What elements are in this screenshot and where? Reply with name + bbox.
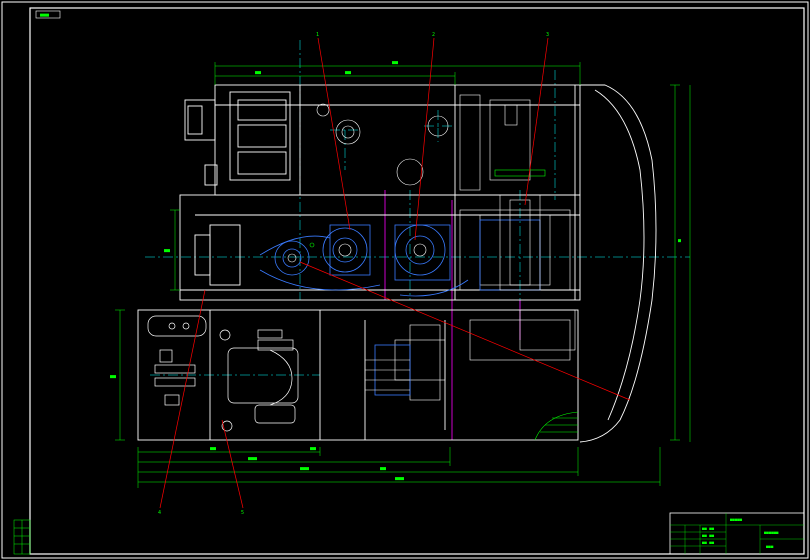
dim-top-segment-a: ■■ (255, 70, 261, 76)
engine-components (259, 219, 541, 396)
dim-top-segment-b: ■■ (345, 70, 351, 76)
dim-bottom-3: ■■■ (248, 456, 257, 462)
dim-bottom-overall: ■■■ (395, 476, 404, 482)
title-block-row-2: ■■ ■■ (702, 533, 715, 538)
left-margin-strip (13, 519, 31, 555)
dim-top-overall: ■■ (392, 60, 398, 66)
title-block-title: ■■■■■ (730, 517, 743, 522)
dim-cab-height: ■■ (110, 374, 116, 380)
dimension-labels: ■■ ■■ ■■ ■■ ■■ ■ ■■ ■■ ■■■ ■■ ■■■ ■■■ (110, 60, 681, 482)
dim-bottom-4: ■■ (380, 466, 386, 472)
balloon-2: 2 (432, 32, 435, 38)
title-block-scale: ■■■ (766, 544, 774, 549)
dim-bottom-5: ■■■ (300, 466, 309, 472)
dim-left-height: ■■ (164, 248, 170, 254)
balloon-3: 3 (546, 32, 549, 38)
dim-right-height: ■ (678, 238, 681, 244)
title-block-row-1: ■■ ■■ (702, 526, 715, 531)
dimension-lines (115, 62, 691, 488)
corner-tag-text: ■■■ (40, 13, 49, 19)
balloon-1: 1 (316, 32, 319, 38)
balloon-4: 4 (158, 510, 161, 516)
leader-lines (159, 37, 631, 509)
component-detail (287, 194, 541, 391)
operator-cab (147, 315, 299, 432)
green-accents (309, 169, 579, 441)
balloons: 1 2 3 4 5 (158, 32, 549, 516)
title-block: ■■■■■ ■■■■■■ ■■■ ■■ ■■ ■■ ■■ ■■ ■■ (669, 512, 805, 555)
outline-details (316, 94, 576, 401)
title-block-drawing-no: ■■■■■■ (764, 530, 779, 535)
inner-frame (29, 7, 805, 555)
dim-bottom-2: ■■ (310, 446, 316, 452)
dim-bottom-1: ■■ (210, 446, 216, 452)
title-block-row-3: ■■ ■■ (702, 540, 715, 545)
corner-tag-box: ■■■ (35, 10, 61, 19)
balloon-5: 5 (241, 510, 244, 516)
machine-outline (137, 84, 657, 443)
